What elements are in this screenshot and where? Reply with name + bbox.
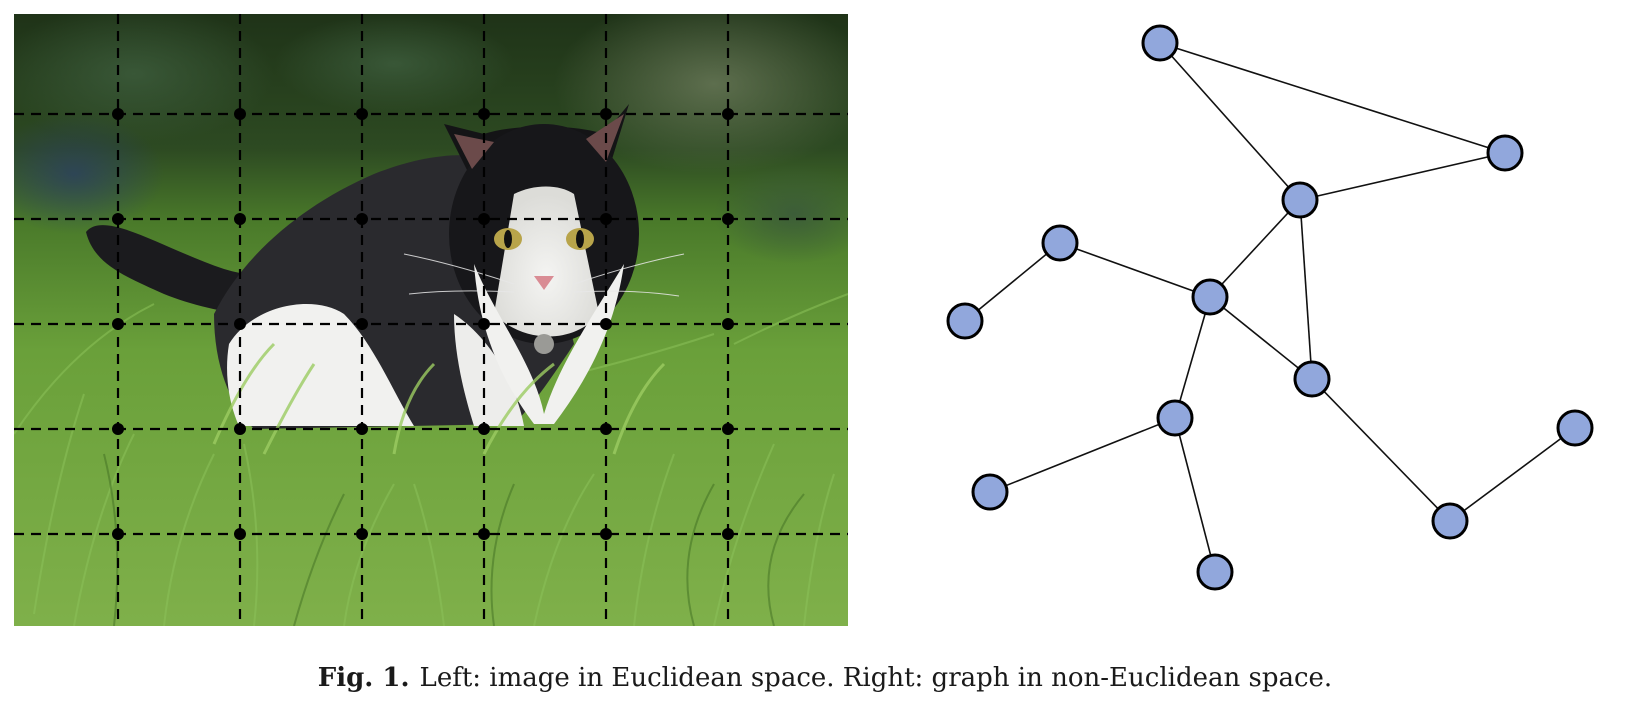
euclidean-grid (14, 14, 848, 626)
euclidean-image-panel (14, 14, 848, 626)
figure-caption: Fig. 1. Left: image in Euclidean space. R… (0, 663, 1650, 693)
figure-label: Fig. 1. (317, 663, 410, 693)
grid-point (356, 108, 368, 120)
graph-edge (1159, 42, 1301, 201)
grid-point (478, 213, 490, 225)
grid-point (600, 423, 612, 435)
grid-point (356, 528, 368, 540)
graph-node (946, 302, 984, 340)
graph-edges (964, 42, 1576, 573)
grid-point (478, 318, 490, 330)
graph-edge (1209, 199, 1301, 298)
graph-edge (1174, 296, 1211, 419)
graph-node (1281, 181, 1319, 219)
grid-point (112, 423, 124, 435)
non-euclidean-graph-panel (930, 10, 1630, 640)
grid-point (234, 213, 246, 225)
grid-point (112, 108, 124, 120)
graph-edge (1311, 378, 1451, 522)
grid-point (600, 108, 612, 120)
graph-edge (964, 242, 1061, 322)
graph-node (1431, 502, 1469, 540)
grid-point (722, 108, 734, 120)
grid-point (234, 528, 246, 540)
grid-point (356, 213, 368, 225)
grid-point (234, 423, 246, 435)
graph-node (1156, 399, 1194, 437)
graph-node (971, 473, 1009, 511)
graph-node (1556, 409, 1594, 447)
grid-point (112, 213, 124, 225)
graph-edge (1299, 199, 1313, 380)
graph-node (1486, 134, 1524, 172)
grid-point (600, 213, 612, 225)
graph-edge (1159, 42, 1506, 154)
graph-node (1293, 360, 1331, 398)
grid-point (478, 528, 490, 540)
graph-node (1041, 224, 1079, 262)
grid-point (478, 423, 490, 435)
graph-nodes (946, 24, 1594, 591)
grid-point (234, 318, 246, 330)
graph-edge (1299, 152, 1506, 201)
grid-point (600, 318, 612, 330)
grid-point (112, 318, 124, 330)
graph-edge (989, 417, 1176, 493)
graph-edge (1209, 296, 1313, 380)
graph-node (1141, 24, 1179, 62)
grid-point (722, 213, 734, 225)
graph-node (1196, 553, 1234, 591)
grid-point (356, 318, 368, 330)
graph-edge (1174, 417, 1216, 573)
grid-point (722, 528, 734, 540)
grid-point (234, 108, 246, 120)
grid-point (722, 318, 734, 330)
graph-edge (1449, 427, 1576, 522)
grid-point (600, 528, 612, 540)
grid-point (722, 423, 734, 435)
caption-text: Left: image in Euclidean space. Right: g… (419, 663, 1333, 693)
grid-point (356, 423, 368, 435)
grid-point (112, 528, 124, 540)
graph-edge (1059, 242, 1211, 298)
grid-point (478, 108, 490, 120)
graph-node (1191, 278, 1229, 316)
